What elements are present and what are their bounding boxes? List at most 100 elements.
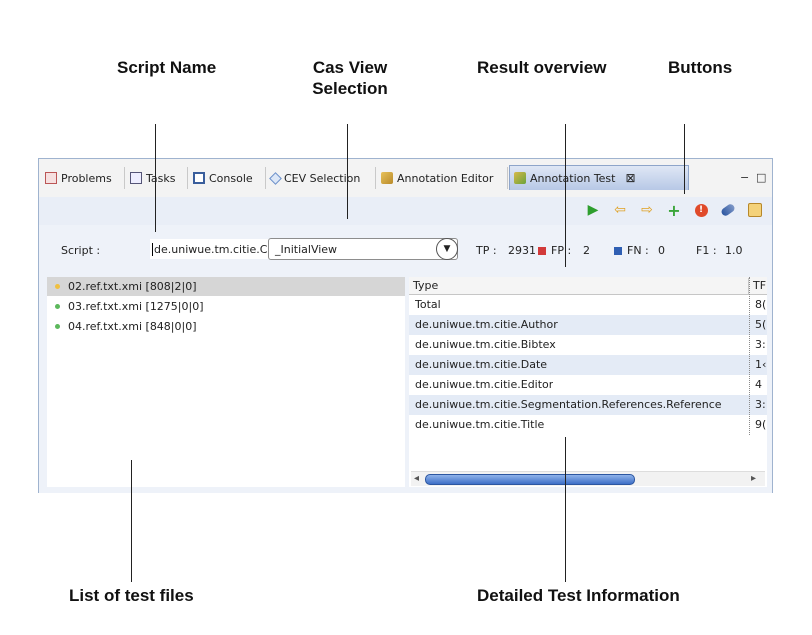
tp-cell: 5( [755,318,767,331]
tab-label: Problems [61,171,112,185]
script-label: Script : [61,244,101,257]
fp-value: 2 [583,244,590,257]
status-warning-icon [55,284,60,289]
type-cell: Total [415,298,441,311]
maximize-icon[interactable]: □ [756,171,767,184]
script-name-value: de.uniwue.tm.citie.Citie [154,242,285,256]
tp-value: 2931 [508,244,536,257]
tab-label: CEV Selection [284,171,361,185]
callout-result-overview: Result overview [477,58,607,77]
table-row[interactable]: de.uniwue.tm.citie.Editor 4 [409,375,767,395]
stop-icon[interactable]: ! [693,202,709,218]
list-item[interactable]: 03.ref.txt.xmi [1275|0|0] [47,297,405,316]
type-cell: de.uniwue.tm.citie.Author [415,318,558,331]
tab-cev-selection[interactable]: CEV Selection [267,167,376,189]
tab-label: Annotation Editor [397,171,494,185]
forward-icon[interactable]: ⇨ [641,202,653,218]
cas-view-select[interactable]: _InitialView [268,238,458,260]
export-icon[interactable] [747,202,763,218]
tp-cell: 8( [755,298,767,311]
annotation-editor-icon [381,172,393,184]
type-cell: de.uniwue.tm.citie.Bibtex [415,338,556,351]
test-file-list: 02.ref.txt.xmi [808|2|0] 03.ref.txt.xmi … [47,277,405,487]
callout-cas-view-line2: Selection [312,79,388,98]
callout-line-cas-view [347,124,348,219]
table-row[interactable]: de.uniwue.tm.citie.Author 5( [409,315,767,335]
column-header-tp[interactable]: TF [753,279,767,292]
callout-buttons: Buttons [668,58,733,77]
f1-value: 1.0 [725,244,743,257]
type-cell: de.uniwue.tm.citie.Title [415,418,545,431]
tp-cell: 3: [755,398,766,411]
status-ok-icon [55,324,60,329]
back-icon[interactable]: ⇦ [614,202,626,218]
script-name-field[interactable]: de.uniwue.tm.citie.Citie [150,239,298,259]
tab-problems[interactable]: Problems [41,167,125,189]
table-header: Type TF [409,277,767,295]
callout-line-result-overview [565,124,566,267]
close-tab-icon[interactable]: ⊠ [625,171,636,185]
scroll-left-icon[interactable]: ◂ [414,473,420,484]
scroll-right-icon[interactable]: ▸ [751,473,757,484]
table-row[interactable]: Total 8( [409,295,767,315]
tasks-icon [130,172,142,184]
type-cell: de.uniwue.tm.citie.Segmentation.Referenc… [415,398,722,411]
tab-label: Console [209,171,253,185]
type-cell: de.uniwue.tm.citie.Editor [415,378,554,391]
f1-label: F1 : [696,244,717,257]
table-row[interactable]: de.uniwue.tm.citie.Title 9( [409,415,767,435]
column-separator [749,277,750,435]
tab-console[interactable]: Console [189,167,266,189]
minimize-icon[interactable]: − [740,171,750,184]
table-row[interactable]: de.uniwue.tm.citie.Segmentation.Referenc… [409,395,767,415]
tab-bar: Problems Tasks Console CEV Selection Ann… [39,159,772,198]
callout-line-detailed-info [565,437,566,582]
callout-cas-view-line1: Cas View [312,58,388,77]
console-icon [193,172,205,184]
table-row[interactable]: de.uniwue.tm.citie.Bibtex 3: [409,335,767,355]
tp-cell: 9( [755,418,767,431]
callout-line-test-files [131,460,132,582]
text-cursor [152,242,153,256]
table-row[interactable]: de.uniwue.tm.citie.Date 1‹ [409,355,767,375]
scrollbar-thumb[interactable] [425,474,635,485]
list-item[interactable]: 02.ref.txt.xmi [808|2|0] [47,277,405,296]
tp-cell: 3: [755,338,766,351]
callout-line-script-name [155,124,156,232]
fn-icon [614,247,622,255]
callout-line-buttons [684,124,685,194]
add-icon[interactable]: + [667,200,681,220]
problems-icon [45,172,57,184]
run-icon[interactable]: ▶ [587,202,599,218]
cas-view-value: _InitialView [275,242,338,256]
tp-cell: 4 [755,378,762,391]
list-item[interactable]: 04.ref.txt.xmi [848|0|0] [47,317,405,336]
fp-label: FP : [551,244,572,257]
callout-list-of-test-files: List of test files [69,586,194,605]
test-file-name: 04.ref.txt.xmi [848|0|0] [68,320,197,333]
tab-tasks[interactable]: Tasks [126,167,188,189]
fp-icon [538,247,546,255]
detail-table: Type TF Total 8( de.uniwue.tm.citie.Auth… [409,277,767,487]
tp-cell: 1‹ [755,358,767,371]
type-cell: de.uniwue.tm.citie.Date [415,358,548,371]
fn-label: FN : [627,244,649,257]
tab-label: Annotation Test [530,171,616,185]
test-file-name: 03.ref.txt.xmi [1275|0|0] [68,300,204,313]
tp-label: TP : [476,244,497,257]
tab-label: Tasks [146,171,176,185]
annotation-test-view: Problems Tasks Console CEV Selection Ann… [38,158,773,493]
tab-annotation-test[interactable]: Annotation Test ⊠ [509,165,689,190]
callout-detailed-test-information: Detailed Test Information [477,586,680,605]
annotation-test-icon [514,172,526,184]
horizontal-scrollbar[interactable]: ◂ ▸ [411,471,765,486]
test-file-name: 02.ref.txt.xmi [808|2|0] [68,280,197,293]
column-header-type[interactable]: Type [409,278,749,294]
status-ok-icon [55,304,60,309]
link-icon[interactable] [719,202,737,218]
chevron-down-icon[interactable]: ▼ [436,238,458,260]
callout-script-name: Script Name [117,58,217,77]
fn-value: 0 [658,244,665,257]
cev-selection-icon [269,171,282,185]
tab-annotation-editor[interactable]: Annotation Editor [377,167,508,189]
